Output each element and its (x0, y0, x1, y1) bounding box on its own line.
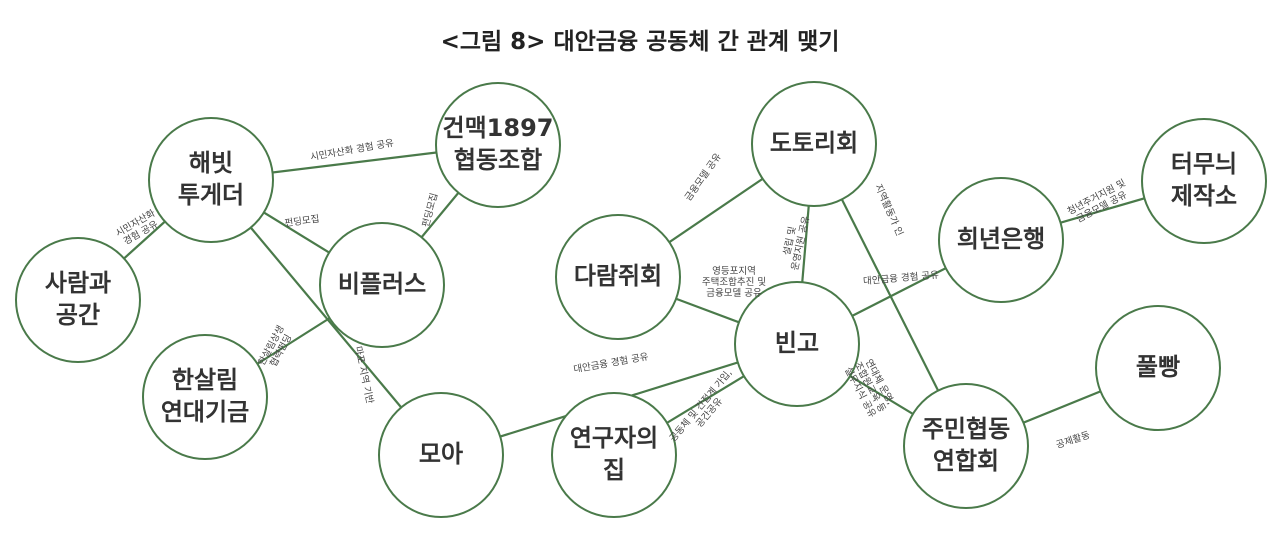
edge-label-biplus-geonmaek: 펀딩모집 (419, 191, 440, 228)
node-circle (734, 281, 860, 407)
node-circle (555, 214, 681, 340)
node-label-line: 빈고 (775, 329, 819, 357)
node-circle (903, 383, 1029, 509)
node-circle (319, 222, 445, 348)
edge-label-moa-bingo: 대안금융 경험 공유 (572, 350, 649, 375)
node-label-line: 희년은행 (957, 225, 1045, 253)
node-circle (142, 334, 268, 460)
node-label: 풀빵 (1136, 353, 1180, 381)
node-label-line: 사람과 (45, 269, 111, 297)
edge-label-line: 주택조합추진 및 (702, 276, 766, 288)
edge-label-line: 금융모델 공유 (682, 150, 724, 203)
node-circle (435, 82, 561, 208)
node-label: 빈고 (775, 329, 819, 357)
node-label: 희년은행 (957, 225, 1045, 253)
node-dotori: 도토리회 (751, 81, 877, 207)
edge-label-line: 공동체 및 간접계 가입, (667, 367, 735, 444)
node-label-line: 제작소 (1171, 182, 1237, 210)
node-label-line: 투게더 (178, 181, 244, 209)
node-label-line: 집 (603, 456, 625, 484)
node-label-line: 해빗 (189, 149, 233, 177)
node-label-line: 모아 (419, 440, 463, 468)
edge-label-bingo-huinyeon: 대안금융 경험 공유 (863, 268, 940, 287)
edge-label-haebit-moa: 마포 지역 기반 (353, 345, 376, 405)
edge-label-line: 공제활동 (1054, 428, 1091, 450)
edge-label-line: 대안금융 경험 공유 (572, 350, 649, 375)
edge-label-yeongu-bingo: 공동체 및 간접계 가입,공간공유 (667, 367, 743, 451)
edge-label-daram-dotori: 금융모델 공유 (682, 150, 724, 203)
node-circle (378, 392, 504, 518)
node-label-line: 비플러스 (338, 270, 426, 298)
node-circle (148, 117, 274, 243)
edge-label-line: 금융모델 공유 (706, 287, 762, 299)
node-daram: 다람쥐회 (555, 214, 681, 340)
node-circle (551, 392, 677, 518)
edge-label-line: 펀딩모집 (419, 191, 440, 228)
edge-label-haebit-biplus: 펀딩모집 (284, 212, 320, 229)
edge-label-saram-haebit: 시민자산화경험 공유 (114, 207, 163, 248)
node-label-line: 한살림 (172, 366, 238, 394)
edge-label-line: 영등포지역 (712, 266, 756, 277)
node-label: 도토리회 (770, 129, 858, 157)
node-geonmaek: 건맥1897 협동조합 (435, 82, 561, 208)
edge-label-line: 대안금융 경험 공유 (863, 268, 940, 287)
node-label-line: 연합회 (933, 447, 999, 475)
node-label-line: 연대기금 (161, 398, 249, 426)
node-label-line: 다람쥐회 (574, 262, 662, 290)
node-circle (1095, 305, 1221, 431)
diagram-title: <그림 8> 대안금융 공동체 간 관계 맺기 (440, 29, 840, 55)
node-label-line: 연구자의 (570, 424, 658, 452)
node-biplus: 비플러스 (319, 222, 445, 348)
node-bingo: 빈고 (734, 281, 860, 407)
node-label-line: 협동조합 (454, 146, 542, 174)
edge-label-line: 펀딩모집 (284, 212, 320, 229)
node-label-line: 터무늬 (1171, 150, 1237, 178)
node-label-line: 건맥1897 (443, 114, 554, 142)
node-label: 건맥1897 협동조합 (443, 114, 554, 174)
edge-label-hansallim-biplus: 한살림상생협력펀딩 (255, 323, 296, 372)
node-circle (1141, 118, 1267, 244)
node-circle (938, 177, 1064, 303)
node-label-line: 공간 (56, 301, 100, 329)
node-label-line: 풀빵 (1136, 353, 1180, 381)
node-huinyeon: 희년은행 (938, 177, 1064, 303)
node-label-line: 도토리회 (770, 129, 858, 157)
node-label: 비플러스 (338, 270, 426, 298)
node-label: 모아 (419, 440, 463, 468)
node-pulppang: 풀빵 (1095, 305, 1221, 431)
node-moa: 모아 (378, 392, 504, 518)
edge-label-jumin-pulppang: 공제활동 (1054, 428, 1091, 450)
node-circle (751, 81, 877, 207)
node-label-line: 주민협동 (922, 415, 1010, 443)
edge-label-line: 마포 지역 기반 (353, 345, 376, 405)
edge-label-dotori-jumin: 지역활동가 인 (873, 182, 907, 238)
node-circle (15, 237, 141, 363)
node-label: 다람쥐회 (574, 262, 662, 290)
edge-label-line: 지역활동가 인 (873, 182, 907, 238)
